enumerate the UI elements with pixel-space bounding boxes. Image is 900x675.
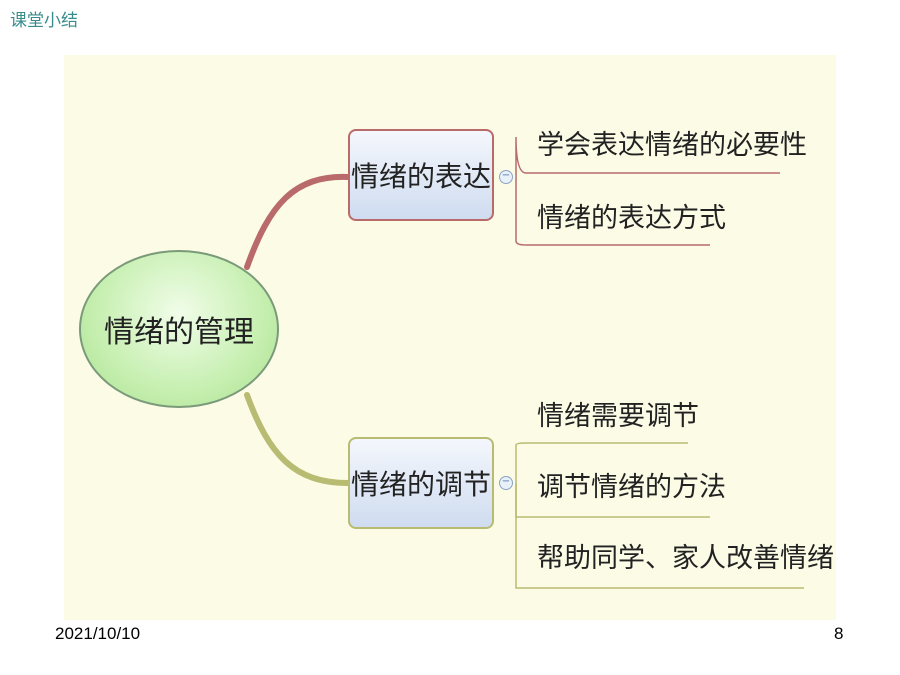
slide-date: 2021/10/10 [55, 624, 141, 643]
leaf-topic: 帮助同学、家人改善情绪 [537, 543, 834, 574]
page-number: 8 [834, 624, 844, 643]
branch-topic-regulation: 情绪的调节 [348, 437, 494, 529]
leaf-bracket-2-3 [515, 483, 804, 589]
leaf-bracket-1-1 [515, 136, 780, 177]
connector-central-branch-2 [244, 392, 351, 486]
connector-central-branch-1 [244, 173, 351, 270]
collapse-toggle-branch-2[interactable]: − [499, 476, 513, 490]
branch-topic-expression: 情绪的表达 [348, 129, 494, 221]
leaf-topic: 情绪的表达方式 [537, 203, 726, 234]
leaf-topic: 学会表达情绪的必要性 [537, 130, 807, 161]
slide-title: 课堂小结 [10, 11, 78, 31]
mindmap-connectors [244, 136, 804, 589]
leaf-bracket-1-2 [515, 177, 710, 246]
central-topic: 情绪的管理 [79, 250, 279, 408]
leaf-topic: 调节情绪的方法 [537, 472, 726, 503]
collapse-toggle-branch-1[interactable]: − [499, 170, 513, 184]
leaf-topic: 情绪需要调节 [537, 401, 699, 432]
leaf-bracket-2-1 [515, 442, 688, 483]
